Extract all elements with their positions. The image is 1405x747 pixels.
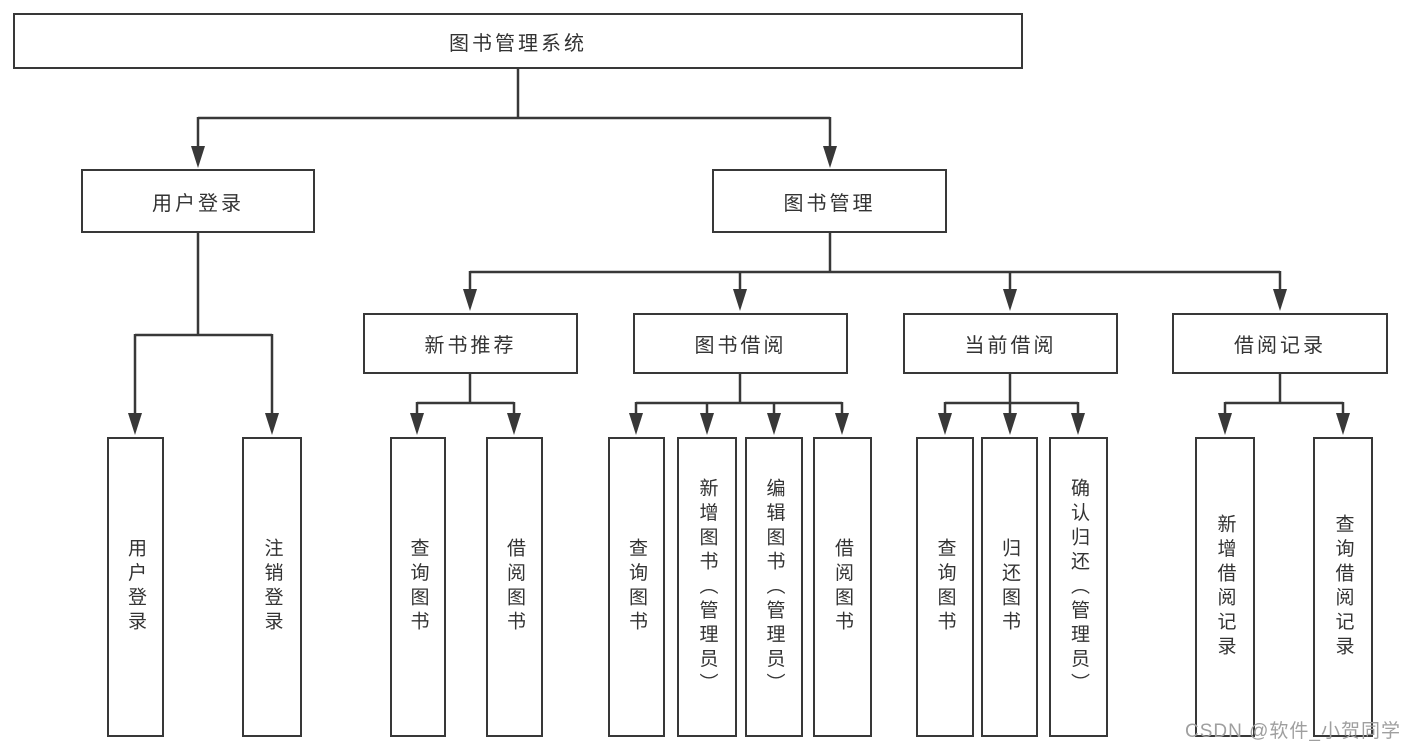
node-borrow-record: 借阅记录 <box>1172 313 1388 374</box>
leaf-edit-book-admin-label: 编辑图书（管理员） <box>763 477 785 697</box>
leaf-return-book: 归还图书 <box>981 437 1038 737</box>
leaf-recommend-borrow-book: 借阅图书 <box>486 437 543 737</box>
node-user-login-label: 用户登录 <box>152 192 244 215</box>
node-book-management: 图书管理 <box>712 169 947 233</box>
leaf-confirm-return-admin-label: 确认归还（管理员） <box>1068 477 1089 697</box>
node-book-borrow: 图书借阅 <box>633 313 848 374</box>
leaf-logout: 注销登录 <box>242 437 302 737</box>
leaf-query-borrow-record-label: 查询借阅记录 <box>1332 514 1354 660</box>
leaf-edit-book-admin: 编辑图书（管理员） <box>745 437 803 737</box>
leaf-current-query-book: 查询图书 <box>916 437 974 737</box>
arrowheads <box>128 146 1350 435</box>
leaf-logout-label: 注销登录 <box>261 538 283 636</box>
leaf-borrow-query-book: 查询图书 <box>608 437 665 737</box>
node-current-borrow: 当前借阅 <box>903 313 1118 374</box>
csdn-watermark: CSDN @软件_小贺同学 <box>1185 721 1401 742</box>
node-user-login: 用户登录 <box>81 169 315 233</box>
node-root-system: 图书管理系统 <box>13 13 1023 69</box>
leaf-add-borrow-record: 新增借阅记录 <box>1195 437 1255 737</box>
leaf-user-login: 用户登录 <box>107 437 164 737</box>
leaf-add-book-admin: 新增图书（管理员） <box>677 437 737 737</box>
leaf-recommend-borrow-book-label: 借阅图书 <box>504 538 525 636</box>
leaf-confirm-return-admin: 确认归还（管理员） <box>1049 437 1108 737</box>
leaf-return-book-label: 归还图书 <box>999 538 1020 636</box>
node-new-book-recommend-label: 新书推荐 <box>424 335 517 357</box>
leaf-borrow-query-book-label: 查询图书 <box>626 538 647 636</box>
node-book-borrow-label: 图书借阅 <box>694 335 787 357</box>
leaf-add-book-admin-label: 新增图书（管理员） <box>696 477 718 697</box>
node-current-borrow-label: 当前借阅 <box>964 335 1057 357</box>
leaf-borrow-book-label: 借阅图书 <box>832 538 853 636</box>
leaf-current-query-book-label: 查询图书 <box>934 538 956 636</box>
leaf-recommend-query-book-label: 查询图书 <box>407 538 429 636</box>
node-book-management-label: 图书管理 <box>783 192 876 215</box>
leaf-query-borrow-record: 查询借阅记录 <box>1313 437 1373 737</box>
node-borrow-record-label: 借阅记录 <box>1234 335 1326 357</box>
leaf-user-login-label: 用户登录 <box>125 538 146 636</box>
leaf-borrow-book: 借阅图书 <box>813 437 872 737</box>
leaf-add-borrow-record-label: 新增借阅记录 <box>1214 514 1236 660</box>
node-new-book-recommend: 新书推荐 <box>363 313 578 374</box>
leaf-recommend-query-book: 查询图书 <box>390 437 446 737</box>
node-root-system-label: 图书管理系统 <box>449 32 587 55</box>
